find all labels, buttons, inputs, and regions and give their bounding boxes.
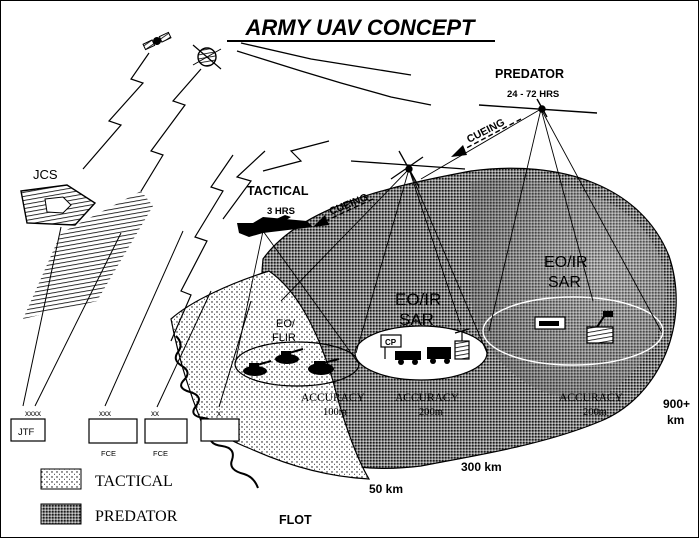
satellite-icon — [142, 31, 172, 51]
legend-label-tactical: TACTICAL — [95, 473, 173, 490]
accuracy-value-mid: 200m — [419, 407, 443, 418]
echelon-mark: xxxx — [25, 409, 41, 418]
tactical-sensor-label: FLIR — [272, 332, 296, 344]
jcs-label: JCS — [33, 167, 58, 182]
satellite-icon — [192, 44, 222, 70]
relay-uav-icon — [350, 150, 466, 188]
satellite-link-lines — [236, 42, 432, 106]
echelon-unit: FCE — [101, 449, 116, 458]
range-label-300km: 300 km — [461, 460, 502, 474]
predator-label: PREDATOR — [495, 67, 564, 81]
flot-label: FLOT — [279, 513, 312, 527]
far-sensor-label: SAR — [548, 274, 581, 291]
legend-label-predator: PREDATOR — [95, 508, 178, 525]
echelon-brigade: x — [200, 409, 240, 442]
radar-icon — [454, 328, 470, 360]
legend-swatch-predator — [40, 503, 82, 525]
mid-sensor-label: EO/IR — [395, 290, 441, 309]
tactical-uav-icon — [237, 215, 313, 237]
range-label-50km: 50 km — [369, 482, 403, 496]
echelon-mark: x — [217, 409, 221, 418]
tactical-label: TACTICAL — [247, 184, 309, 198]
tank-icon — [243, 360, 272, 376]
echelon-corps: xxx FCE — [88, 409, 138, 458]
tactical-endurance: 3 HRS — [267, 206, 295, 217]
echelon-unit: JTF — [18, 427, 35, 438]
accuracy-value-far: 200m — [583, 407, 607, 418]
command-post-marker: CP — [380, 334, 402, 359]
echelon-mark: xx — [151, 409, 159, 418]
far-sensor-label: EO/IR — [544, 254, 588, 271]
tank-icon — [308, 358, 340, 375]
echelon-unit: FCE — [153, 449, 168, 458]
broadcast-band — [23, 191, 153, 319]
command-post-label: CP — [385, 338, 397, 347]
vehicle-icon — [395, 347, 451, 365]
cueing-arrow: CUEING — [451, 116, 522, 157]
echelon-uplinks — [22, 226, 252, 408]
diagram-title: ARMY UAV CONCEPT — [245, 15, 477, 40]
predator-zone-highlight — [471, 179, 666, 399]
radar-site-icon — [586, 311, 614, 344]
echelon-jtf: xxxx JTF — [10, 409, 46, 442]
range-label-900km: 900+ — [663, 397, 690, 411]
mid-sensor-label: SAR — [399, 310, 434, 329]
echelon-mark: xxx — [99, 409, 111, 418]
range-label-900km: km — [667, 413, 684, 427]
echelon-division: xx FCE — [144, 409, 188, 458]
far-target-ellipse — [482, 296, 664, 366]
predator-uav-icon — [478, 98, 598, 118]
predator-endurance: 24 - 72 HRS — [507, 89, 559, 100]
legend-item-tactical: TACTICAL — [40, 468, 173, 490]
tactical-sensor-label: EO/ — [276, 318, 296, 330]
accuracy-value-near: 100m — [323, 407, 347, 418]
accuracy-label-far: ACCURACY — [559, 392, 624, 404]
accuracy-label-near: ACCURACY — [301, 392, 366, 404]
legend: TACTICAL PREDATOR — [40, 468, 178, 525]
pentagon-courtyard — [44, 196, 72, 214]
legend-item-predator: PREDATOR — [40, 503, 178, 525]
accuracy-label-mid: ACCURACY — [395, 392, 460, 404]
legend-swatch-tactical — [40, 468, 82, 490]
flot-line — [174, 335, 259, 489]
launcher-icon — [534, 316, 566, 330]
tank-icon — [275, 348, 304, 364]
